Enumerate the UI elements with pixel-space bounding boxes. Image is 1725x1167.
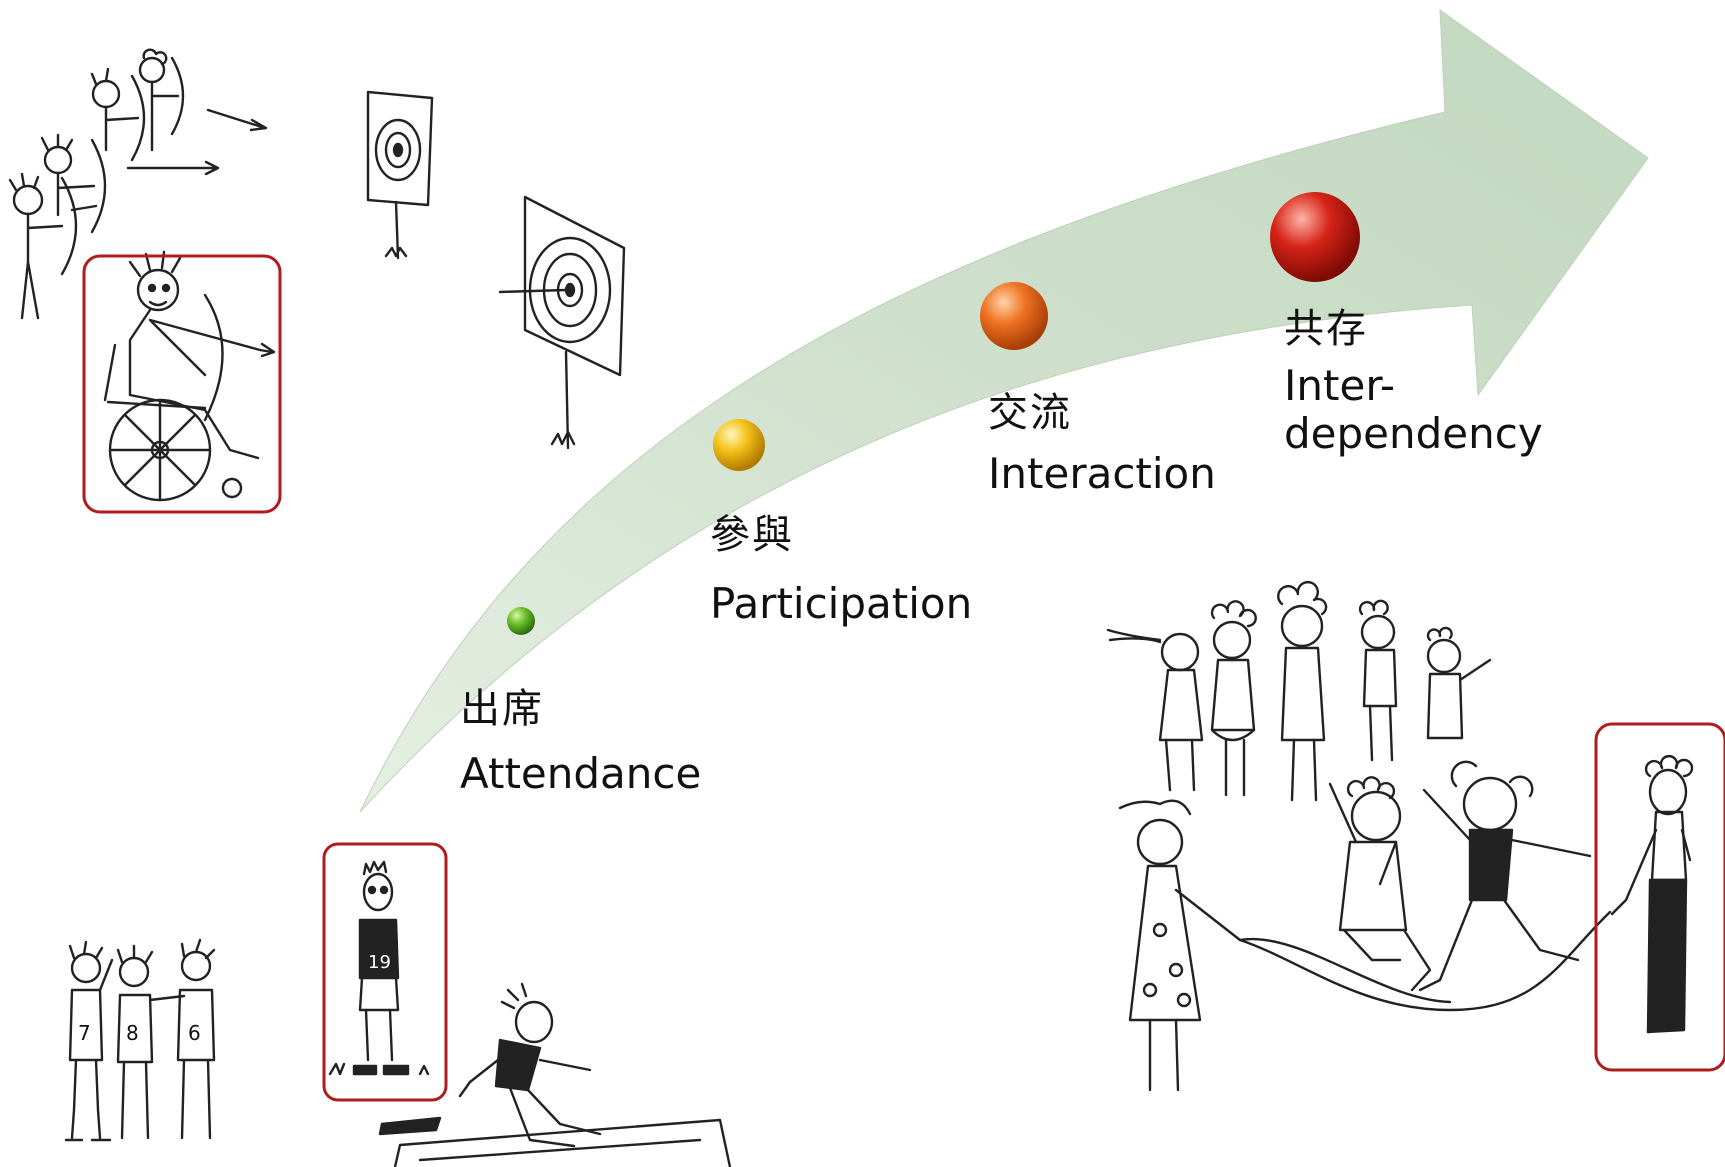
stage-attendance: 出席 Attendance [460, 686, 701, 798]
children-jump-rope-sketch [1106, 580, 1612, 1092]
stage-interdependency: 共存 Inter- dependency [1284, 306, 1543, 459]
interdependency-zh-label: 共存 [1284, 306, 1368, 352]
wheelchair-archer-sketch [103, 250, 276, 502]
svg-text:8: 8 [126, 1021, 139, 1045]
participation-zh-label: 參與 [710, 512, 794, 558]
participation-dot [713, 419, 765, 471]
highlight-box-rope-child [1594, 722, 1725, 1072]
athletes-numbers: 7 8 6 [78, 1021, 201, 1045]
attendance-en-label: Attendance [460, 749, 702, 798]
long-jumper-sketch [378, 982, 732, 1167]
stage-interaction: 交流 Interaction [988, 390, 1216, 498]
svg-text:6: 6 [188, 1021, 201, 1045]
stage-participation: 參與 Participation [710, 512, 972, 628]
interaction-dot [980, 282, 1048, 350]
interaction-en-label: Interaction [988, 449, 1216, 498]
archery-targets-sketch [366, 90, 626, 450]
svg-text:7: 7 [78, 1021, 91, 1045]
athlete-standing-sketch [328, 860, 430, 1076]
svg-text:19: 19 [368, 952, 391, 973]
interdependency-dot [1270, 192, 1360, 282]
attendance-dot [507, 607, 535, 635]
athletes-trio-sketch [64, 938, 216, 1142]
highlight-box-wheelchair-archer [82, 254, 282, 514]
archery-group-sketch [8, 48, 268, 320]
interdependency-en-label-1: Inter- [1284, 361, 1396, 410]
interaction-zh-label: 交流 [988, 390, 1072, 436]
attendance-zh-label: 出席 [460, 686, 544, 732]
highlight-box-standing-athlete [322, 842, 448, 1102]
interdependency-en-label-2: dependency [1284, 409, 1543, 459]
participation-en-label: Participation [710, 579, 973, 628]
child-holding-rope-sketch [1610, 755, 1694, 1034]
